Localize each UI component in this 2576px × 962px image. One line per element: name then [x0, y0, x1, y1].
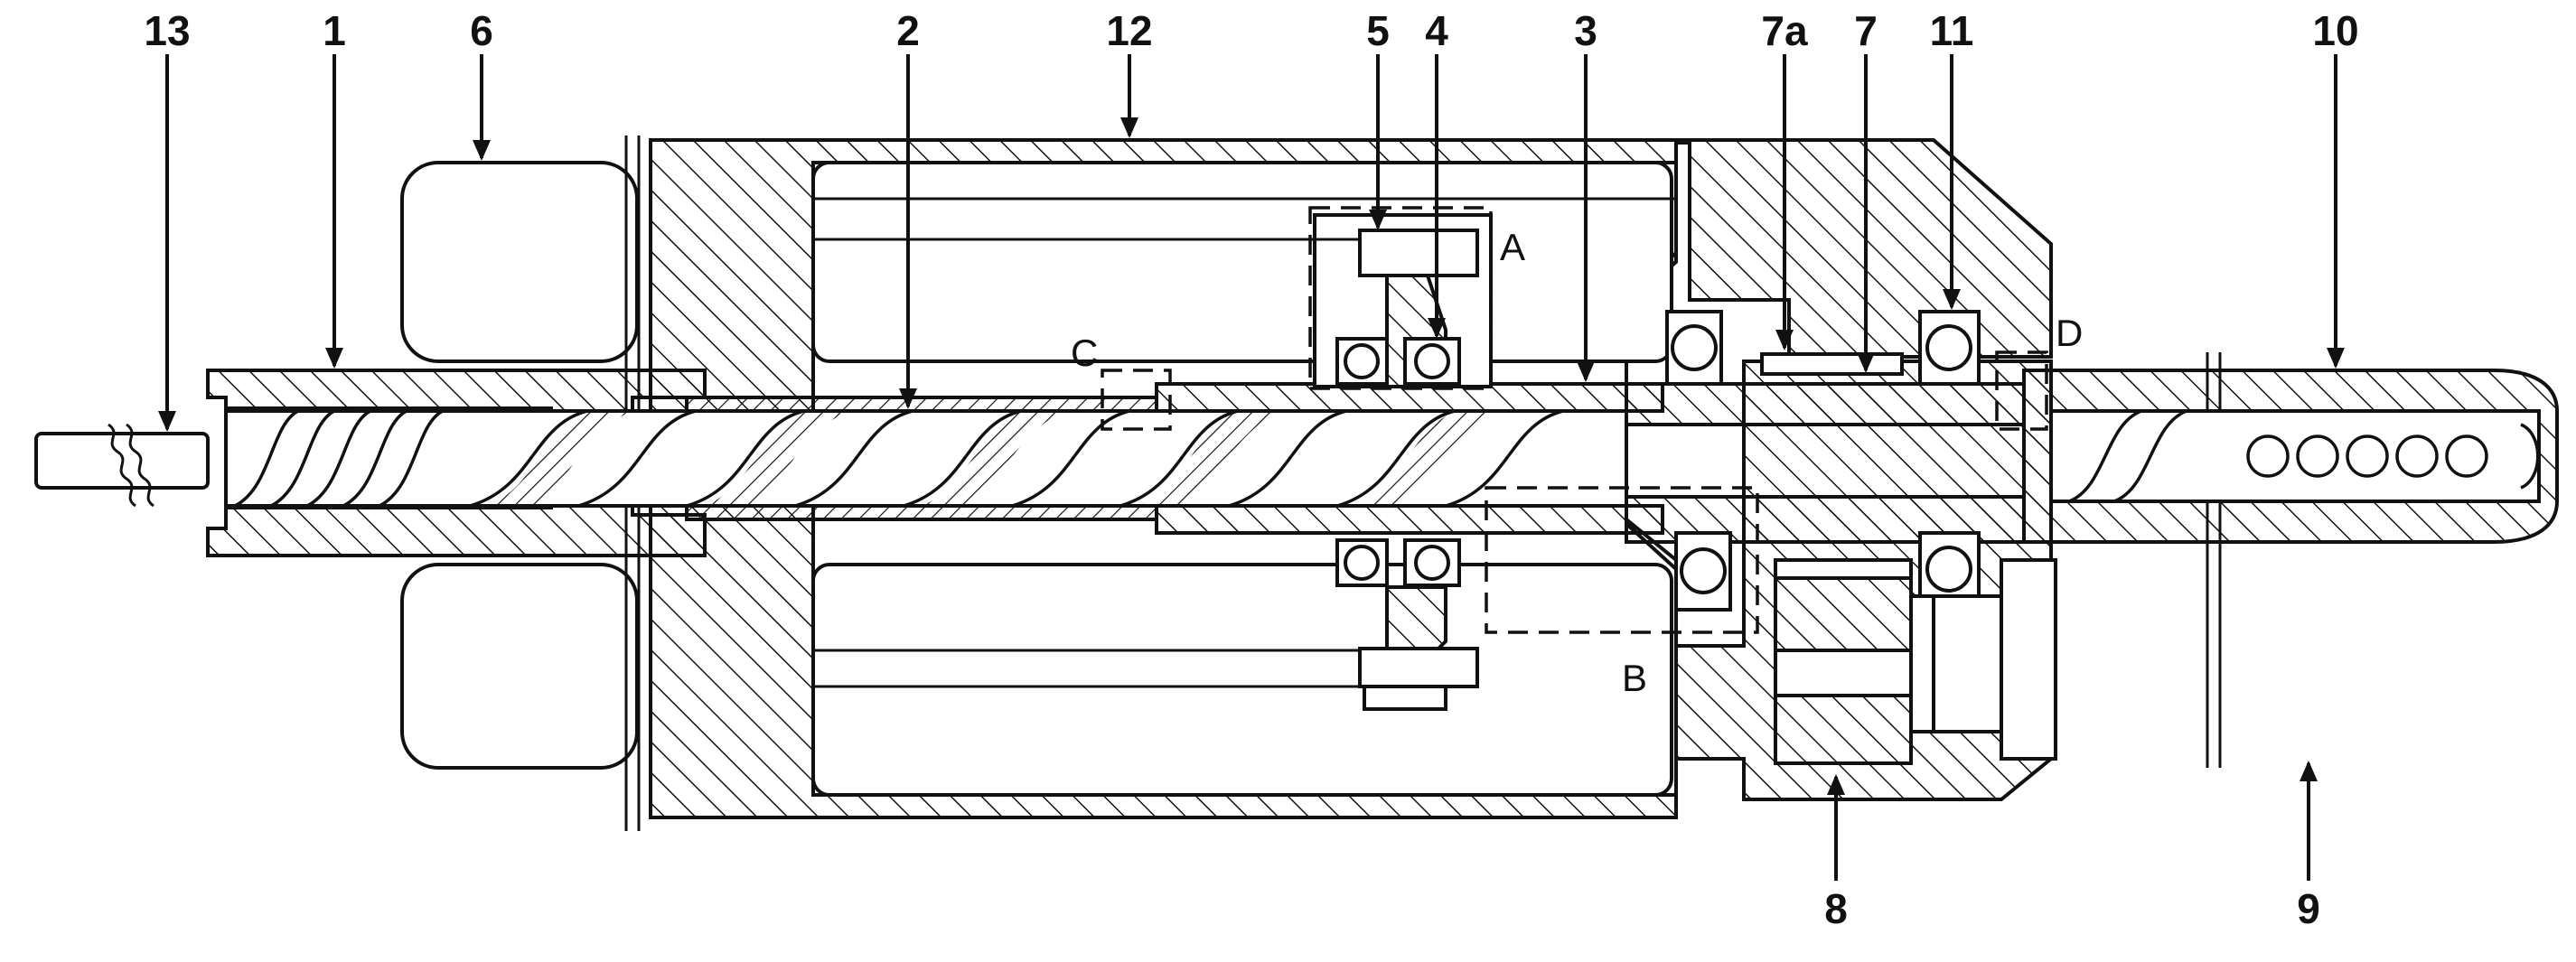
label-11: 11 — [1930, 7, 1974, 54]
detail-labels: A B C D — [1071, 226, 2083, 699]
label-7a: 7a — [1761, 7, 1808, 54]
label-1: 1 — [323, 7, 346, 54]
label-c: C — [1071, 332, 1098, 374]
detail-box-c — [1101, 369, 1172, 431]
label-d: D — [2056, 312, 2083, 354]
label-9: 9 — [2297, 885, 2320, 932]
stator-lines — [813, 197, 1676, 688]
upper-cavity — [811, 161, 1673, 363]
detail-boxes — [1101, 206, 2048, 634]
nut-sleeve-3 — [685, 382, 1664, 535]
bearing-11 — [1665, 310, 1981, 612]
screw-spindle-2 — [224, 409, 1628, 508]
label-8: 8 — [1824, 885, 1848, 932]
arrow-heads — [158, 117, 2345, 795]
coupling-lobes-6 — [400, 161, 639, 770]
rod-10 — [2022, 369, 2559, 544]
label-12: 12 — [1106, 7, 1152, 54]
detail-box-a — [1308, 206, 1493, 390]
label-5: 5 — [1366, 7, 1390, 54]
label-4: 4 — [1425, 7, 1448, 54]
label-2: 2 — [896, 7, 920, 54]
detail-box-b — [1485, 486, 1759, 634]
label-7: 7 — [1854, 7, 1878, 54]
bearing-assembly-4-5 — [1313, 213, 1493, 711]
label-b: B — [1622, 657, 1647, 699]
stub-13 — [34, 423, 210, 508]
label-13: 13 — [144, 7, 190, 54]
lower-cavity — [811, 563, 1673, 797]
label-6: 6 — [470, 7, 493, 54]
part-labels: 13 1 6 2 12 5 4 3 7a 7 11 10 8 9 — [144, 7, 2358, 932]
gear-8 — [1774, 558, 2057, 765]
label-a: A — [1500, 226, 1525, 268]
label-3: 3 — [1574, 7, 1597, 54]
leader-arrows — [165, 54, 2337, 881]
label-10: 10 — [2312, 7, 2358, 54]
